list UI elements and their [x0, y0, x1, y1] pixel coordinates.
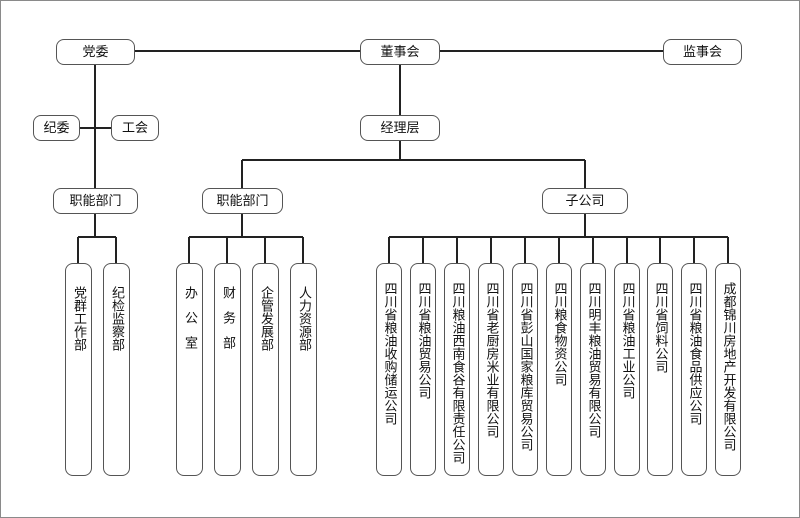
subsidiary-label: 四川省饲料公司	[652, 282, 668, 373]
management-label: 经理层	[380, 120, 420, 136]
department-box: 人力资源部	[290, 263, 317, 476]
subsidiary-label: 四川省粮油收购储运公司	[381, 282, 397, 425]
subsidiary-box: 四川省彭山国家粮库贸易公司	[512, 263, 538, 476]
board-label: 董事会	[380, 44, 420, 60]
management-functional-box: 职能部门	[202, 188, 283, 214]
subsidiary-box: 四川明丰粮油贸易有限公司	[580, 263, 606, 476]
management-functional-label: 职能部门	[216, 193, 269, 209]
subsidiary-label: 四川省粮油贸易公司	[415, 282, 431, 399]
supervisory-board-box: 监事会	[663, 39, 742, 65]
department-box: 财务部	[214, 263, 241, 476]
subsidiary-label: 四川省老厨房米业有限公司	[483, 282, 499, 438]
discipline-committee-label: 纪委	[43, 120, 70, 136]
department-label: 党群工作部	[71, 286, 86, 351]
subsidiary-box: 四川粮食物资公司	[546, 263, 572, 476]
subsidiary-box: 四川省粮油食品供应公司	[681, 263, 707, 476]
supervisory-board-label: 监事会	[682, 44, 722, 60]
department-box: 党群工作部	[65, 263, 92, 476]
subsidiary-label: 四川粮油西南食谷有限责任公司	[449, 282, 465, 464]
subsidiary-box: 四川省粮油收购储运公司	[376, 263, 402, 476]
department-label: 人力资源部	[296, 286, 311, 351]
labor-union-box: 工会	[111, 115, 159, 141]
board-box: 董事会	[360, 39, 440, 65]
department-box: 办公室	[176, 263, 203, 476]
party-committee-box: 党委	[56, 39, 135, 65]
subsidiary-label: 四川省彭山国家粮库贸易公司	[517, 282, 533, 451]
subsidiary-box: 四川省老厨房米业有限公司	[478, 263, 504, 476]
department-label: 企管发展部	[258, 286, 273, 351]
subsidiary-label: 四川明丰粮油贸易有限公司	[585, 282, 601, 438]
subsidiary-label: 成都锦川房地产开发有限公司	[720, 282, 736, 451]
subsidiary-box: 四川粮油西南食谷有限责任公司	[444, 263, 470, 476]
department-label: 纪检监察部	[109, 286, 124, 351]
subsidiary-label: 四川省粮油食品供应公司	[686, 282, 702, 425]
labor-union-label: 工会	[121, 120, 148, 136]
subsidiary-label: 四川粮食物资公司	[551, 282, 567, 386]
subsidiary-box: 成都锦川房地产开发有限公司	[715, 263, 741, 476]
party-functional-label: 职能部门	[69, 193, 122, 209]
party-committee-label: 党委	[82, 44, 109, 60]
subsidiaries-box: 子公司	[542, 188, 628, 214]
department-box: 企管发展部	[252, 263, 279, 476]
subsidiary-box: 四川省粮油贸易公司	[410, 263, 436, 476]
department-label: 办公室	[182, 286, 197, 361]
management-box: 经理层	[360, 115, 440, 141]
subsidiary-label: 四川省粮油工业公司	[619, 282, 635, 399]
department-box: 纪检监察部	[103, 263, 130, 476]
discipline-committee-box: 纪委	[33, 115, 80, 141]
department-label: 财务部	[220, 286, 235, 361]
subsidiary-box: 四川省饲料公司	[647, 263, 673, 476]
party-functional-box: 职能部门	[53, 188, 138, 214]
subsidiaries-label: 子公司	[565, 193, 605, 209]
subsidiary-box: 四川省粮油工业公司	[614, 263, 640, 476]
